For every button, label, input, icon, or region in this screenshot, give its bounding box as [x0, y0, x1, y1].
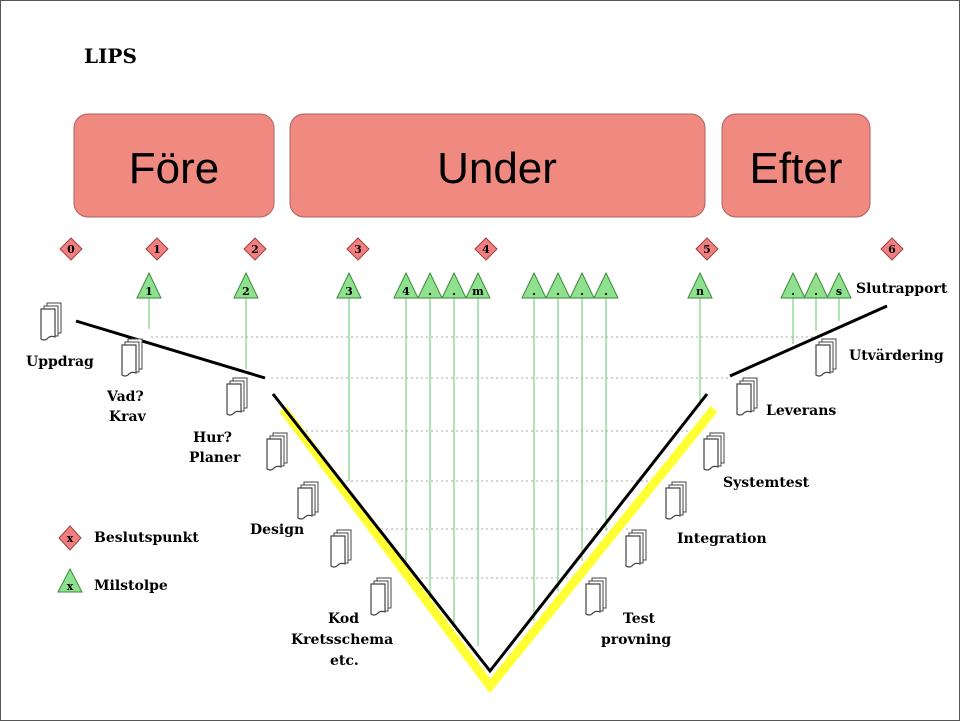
milestone-4: 4: [393, 271, 419, 299]
v-model-shape: [75, 304, 888, 694]
svg-text:5: 5: [703, 243, 711, 256]
decision-point-1: 1: [145, 237, 169, 261]
svg-text:s: s: [836, 285, 842, 298]
document-icon-hur: [226, 377, 248, 416]
label-test: Test: [623, 611, 656, 627]
decision-points: 0 1 2 3 4 5 6: [59, 237, 904, 261]
document-icon-design: [266, 432, 288, 471]
milestone-3: 3: [336, 271, 362, 299]
milestone-dot-d: .: [545, 271, 571, 299]
label-vad: Vad?: [106, 389, 144, 405]
document-icon-integration-2: [665, 481, 687, 520]
document-icon-uppdrag: [40, 302, 62, 341]
label-kretsschema: Kretsschema: [291, 632, 393, 648]
milestone-dot-b: .: [441, 271, 467, 299]
phase-fore: Före: [73, 113, 275, 218]
legend-decision-symbol: x: [67, 532, 74, 545]
phase-fore-label: Före: [129, 144, 219, 193]
svg-text:.: .: [791, 285, 795, 298]
legend-milstolpe: x Milstolpe: [57, 567, 168, 594]
milestones: 1 2 3 4 . . m .: [136, 271, 852, 299]
svg-text:1: 1: [153, 243, 161, 256]
svg-text:.: .: [556, 285, 560, 298]
document-icon-utvardering: [815, 338, 837, 377]
svg-text:2: 2: [242, 285, 250, 298]
svg-text:n: n: [696, 285, 704, 298]
document-icon-leverans: [736, 377, 758, 416]
document-icon-kod-2: [370, 577, 392, 616]
milestone-lines: [148, 298, 840, 646]
slutrapport-label: Slutrapport: [856, 281, 948, 297]
document-icon-kod: [330, 529, 352, 568]
svg-text:3: 3: [354, 243, 362, 256]
milestone-1: 1: [136, 271, 162, 299]
label-integration: Integration: [677, 531, 767, 547]
label-uppdrag: Uppdrag: [26, 354, 94, 370]
document-icon-integration: [625, 529, 647, 568]
svg-text:.: .: [604, 285, 608, 298]
milestone-2: 2: [233, 271, 259, 299]
svg-text:6: 6: [888, 243, 896, 256]
document-icons: [40, 302, 837, 616]
svg-text:.: .: [532, 285, 536, 298]
svg-text:.: .: [452, 285, 456, 298]
milestone-s: s: [826, 271, 852, 299]
decision-point-3: 3: [346, 237, 370, 261]
dotted-guides: [151, 336, 816, 579]
phase-under-label: Under: [437, 144, 557, 193]
document-icon-test: [585, 577, 607, 616]
svg-text:0: 0: [67, 243, 75, 256]
phase-efter: Efter: [721, 113, 871, 218]
label-hur: Hur?: [193, 430, 232, 446]
decision-point-0: 0: [59, 237, 83, 261]
legend-milestone-label: Milstolpe: [94, 578, 168, 594]
phase-under: Under: [289, 113, 706, 218]
decision-point-4: 4: [474, 237, 498, 261]
decision-point-6: 6: [880, 237, 904, 261]
milestone-dot-e: .: [569, 271, 595, 299]
label-etc: etc.: [330, 653, 359, 669]
milestone-dot-h: .: [803, 271, 829, 299]
page-title: LIPS: [84, 44, 137, 68]
milestone-m: m: [465, 271, 491, 299]
label-krav: Krav: [109, 409, 147, 425]
svg-text:4: 4: [402, 285, 410, 298]
svg-text:1: 1: [145, 285, 153, 298]
svg-text:.: .: [814, 285, 818, 298]
legend: x Beslutspunkt x Milstolpe: [57, 525, 199, 594]
label-provning: provning: [601, 632, 671, 648]
milestone-dot-c: .: [521, 271, 547, 299]
decision-point-5: 5: [695, 237, 719, 261]
svg-text:3: 3: [345, 285, 353, 298]
decision-point-2: 2: [243, 237, 267, 261]
svg-text:m: m: [472, 285, 484, 298]
label-planer: Planer: [189, 450, 241, 466]
milestone-n: n: [687, 271, 713, 299]
milestone-dot-a: .: [417, 271, 443, 299]
label-design: Design: [250, 522, 304, 538]
legend-decision-label: Beslutspunkt: [94, 530, 199, 546]
document-labels: Uppdrag Vad? Krav Hur? Planer Design Kod…: [26, 348, 944, 669]
label-utvardering: Utvärdering: [849, 348, 944, 364]
legend-beslutspunkt: x Beslutspunkt: [58, 525, 199, 551]
svg-text:.: .: [428, 285, 432, 298]
svg-text:2: 2: [251, 243, 259, 256]
phase-efter-label: Efter: [750, 144, 843, 193]
document-icon-design-2: [297, 481, 319, 520]
label-systemtest: Systemtest: [723, 475, 810, 491]
svg-text:.: .: [580, 285, 584, 298]
legend-milestone-symbol: x: [67, 580, 74, 593]
label-kod: Kod: [328, 611, 359, 627]
document-icon-systemtest: [703, 432, 725, 471]
label-leverans: Leverans: [766, 403, 836, 419]
milestone-dot-f: .: [593, 271, 619, 299]
document-icon-vad: [121, 338, 143, 377]
svg-text:4: 4: [482, 243, 490, 256]
milestone-dot-g: .: [780, 271, 806, 299]
